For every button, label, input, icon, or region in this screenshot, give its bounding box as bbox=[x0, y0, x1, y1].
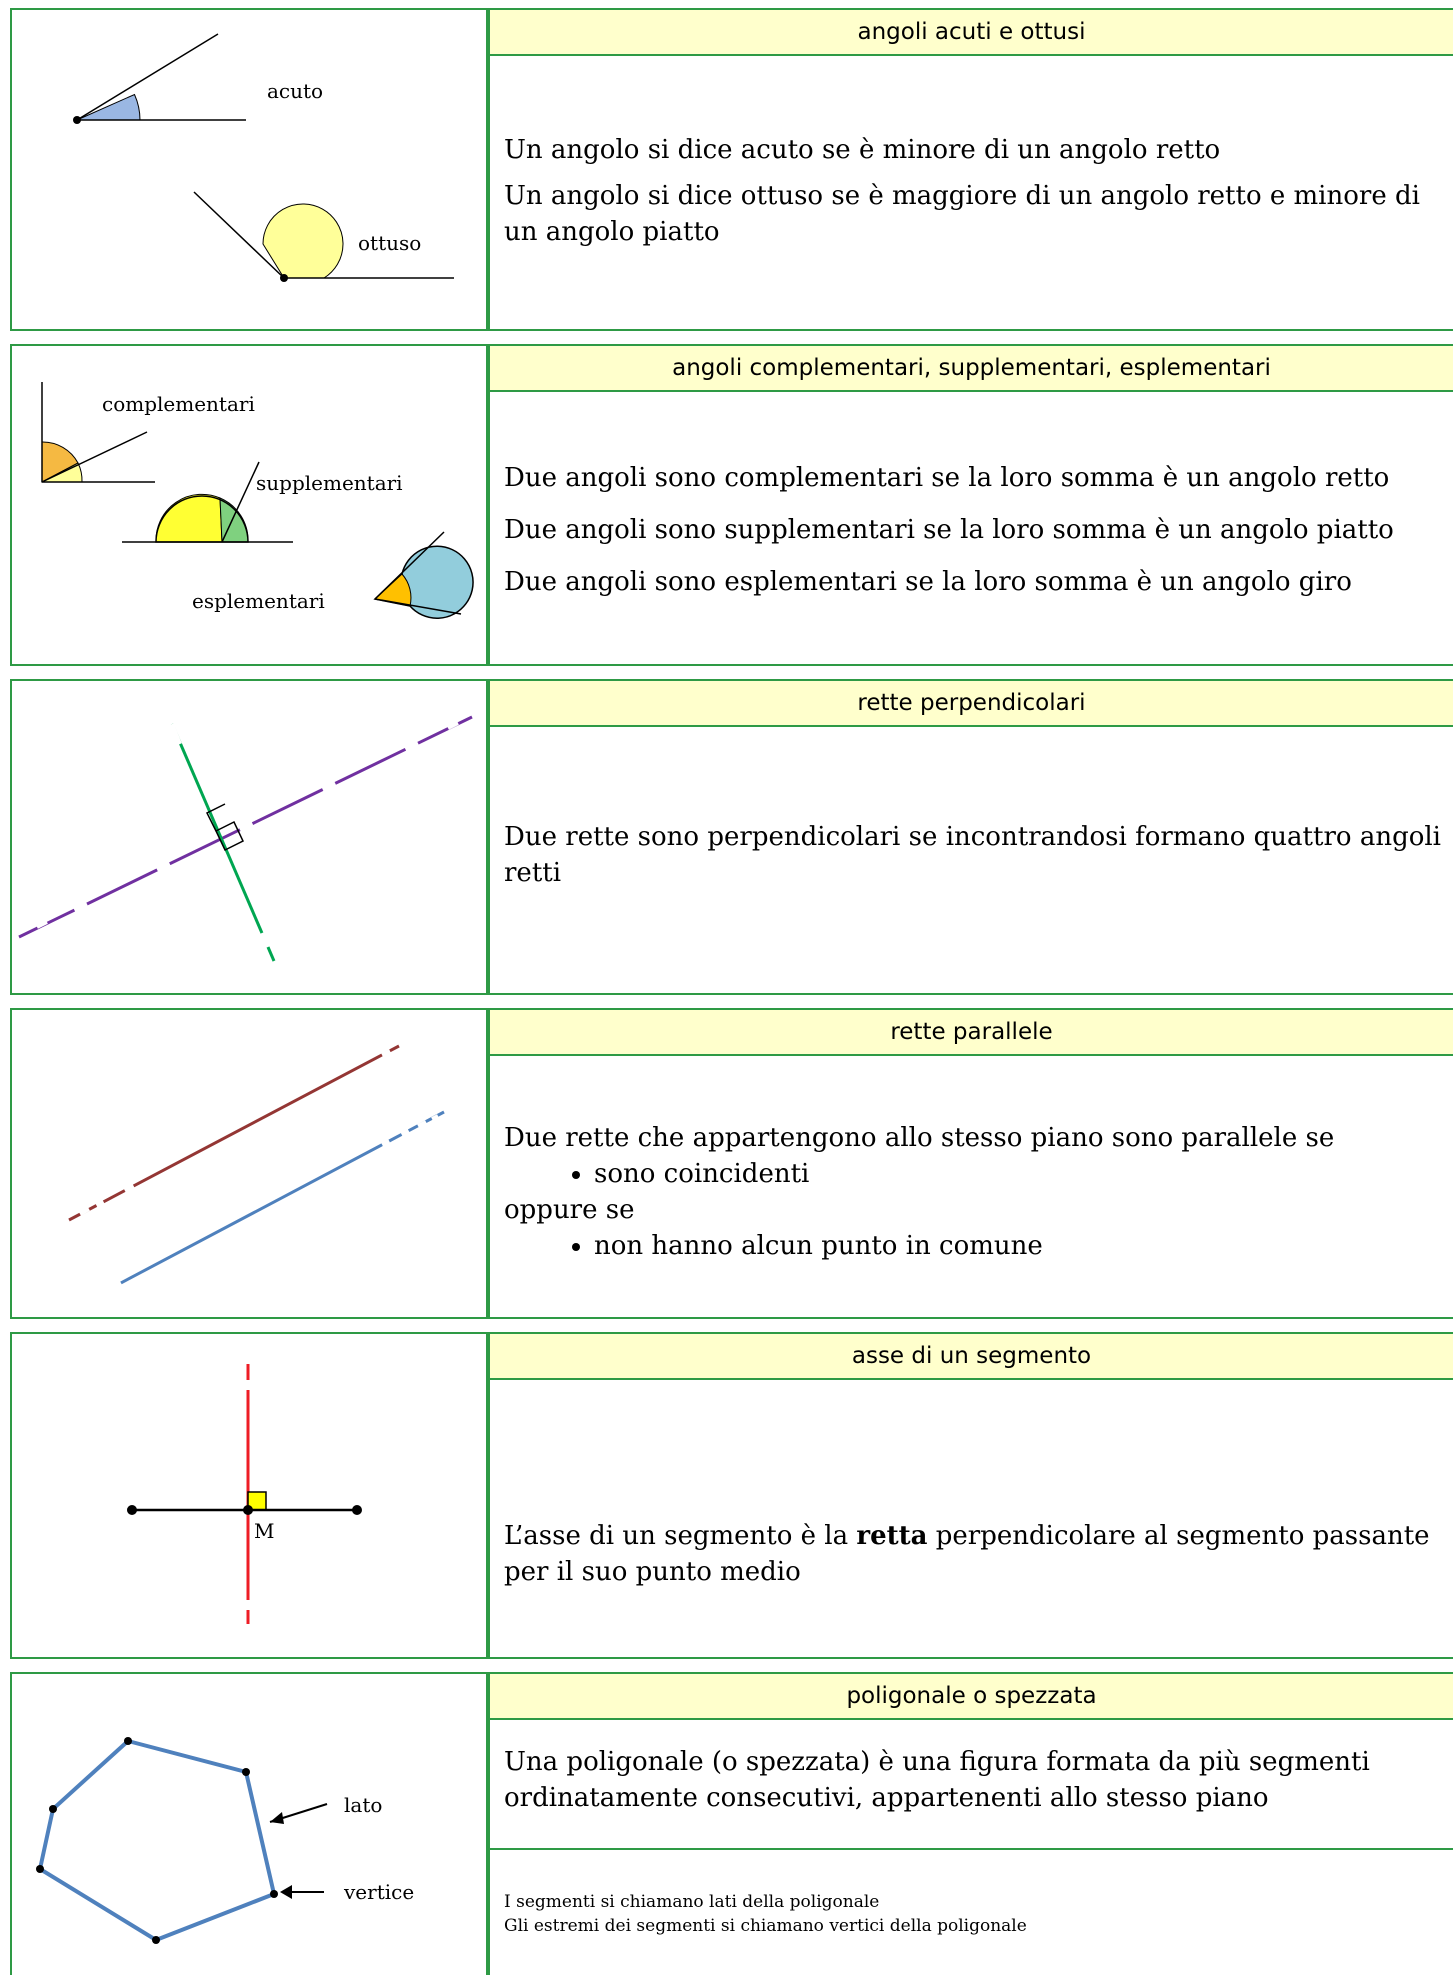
content-segment-axis: asse di un segmento L’asse di un segment… bbox=[490, 1334, 1453, 1657]
definition-acute: Un angolo si dice acuto se è minore di u… bbox=[504, 135, 1221, 165]
parallel-diagram bbox=[68, 1044, 445, 1296]
perpendicular-diagram bbox=[18, 715, 473, 962]
bullet-coincident: sono coincidenti bbox=[594, 1156, 1441, 1192]
bullet-no-common-point: non hanno alcun punto in comune bbox=[594, 1228, 1441, 1264]
label-midpoint: M bbox=[254, 1519, 274, 1543]
definition-perpendicular: Due rette sono perpendicolari se incontr… bbox=[504, 822, 1441, 888]
complementary-diagram: complementari supplementari esplementari bbox=[41, 382, 474, 619]
section-segment-axis: M asse di un segmento L’asse di un segme… bbox=[10, 1332, 1453, 1659]
label-side: lato bbox=[344, 1793, 382, 1817]
figure-parallel bbox=[12, 1010, 490, 1317]
definition-supplementary: Due angoli sono supplementari se la loro… bbox=[504, 515, 1394, 545]
label-vertex: vertice bbox=[343, 1880, 414, 1904]
definition-explementary: Due angoli sono esplementari se la loro … bbox=[504, 567, 1352, 597]
section-acute-obtuse: acuto ottuso angoli acuti e ottusi Un an… bbox=[10, 8, 1453, 331]
polygonal-diagram: lato vertice bbox=[36, 1737, 414, 1944]
label-complementary: complementari bbox=[102, 392, 255, 416]
content-complementary: angoli complementari, supplementari, esp… bbox=[490, 346, 1453, 664]
section-title: asse di un segmento bbox=[490, 1334, 1453, 1380]
section-title: poligonale o spezzata bbox=[490, 1674, 1453, 1720]
label-obtuse: ottuso bbox=[358, 231, 421, 255]
content-perpendicular: rette perpendicolari Due rette sono perp… bbox=[490, 681, 1453, 993]
section-title: angoli complementari, supplementari, esp… bbox=[490, 346, 1453, 392]
polygonal-notes: I segmenti si chiamano lati della poligo… bbox=[504, 1890, 1027, 1938]
content-acute-obtuse: angoli acuti e ottusi Un angolo si dice … bbox=[490, 10, 1453, 329]
section-title: rette perpendicolari bbox=[490, 681, 1453, 727]
label-explementary: esplementari bbox=[192, 589, 325, 613]
note-sides: I segmenti si chiamano lati della poligo… bbox=[504, 1892, 880, 1912]
label-acute: acuto bbox=[267, 79, 323, 103]
figure-segment-axis: M bbox=[12, 1334, 490, 1657]
figure-acute-obtuse: acuto ottuso bbox=[12, 10, 490, 329]
content-parallel: rette parallele Due rette che appartengo… bbox=[490, 1010, 1453, 1317]
section-polygonal: lato vertice poligonale o spezzata Una p… bbox=[10, 1672, 1453, 1975]
parallel-middle: oppure se bbox=[504, 1195, 635, 1225]
figure-complementary: complementari supplementari esplementari bbox=[12, 346, 490, 664]
definition-obtuse: Un angolo si dice ottuso se è maggiore d… bbox=[504, 181, 1420, 247]
segment-axis-diagram: M bbox=[127, 1364, 362, 1624]
axis-text-bold: retta bbox=[856, 1521, 928, 1551]
notes-divider bbox=[490, 1848, 1453, 1850]
section-complementary: complementari supplementari esplementari… bbox=[10, 344, 1453, 666]
section-parallel: rette parallele Due rette che appartengo… bbox=[10, 1008, 1453, 1319]
section-title: angoli acuti e ottusi bbox=[490, 10, 1453, 56]
figure-polygonal: lato vertice bbox=[12, 1674, 490, 1975]
parallel-intro: Due rette che appartengono allo stesso p… bbox=[504, 1123, 1335, 1153]
figure-perpendicular bbox=[12, 681, 490, 993]
axis-text-start: L’asse di un segmento è la bbox=[504, 1521, 857, 1551]
section-perpendicular: rette perpendicolari Due rette sono perp… bbox=[10, 679, 1453, 995]
content-polygonal: poligonale o spezzata Una poligonale (o … bbox=[490, 1674, 1453, 1975]
section-title: rette parallele bbox=[490, 1010, 1453, 1056]
definition-segment-axis: L’asse di un segmento è la retta perpend… bbox=[504, 1518, 1441, 1590]
label-supplementary: supplementari bbox=[256, 471, 403, 495]
definition-polygonal: Una poligonale (o spezzata) è una figura… bbox=[504, 1747, 1370, 1813]
acute-obtuse-diagram: acuto ottuso bbox=[73, 33, 454, 282]
definition-complementary: Due angoli sono complementari se la loro… bbox=[504, 463, 1390, 493]
axis-text-end: perpendicolare al segmento passante per … bbox=[504, 1521, 1430, 1587]
note-vertices: Gli estremi dei segmenti si chiamano ver… bbox=[504, 1916, 1027, 1936]
